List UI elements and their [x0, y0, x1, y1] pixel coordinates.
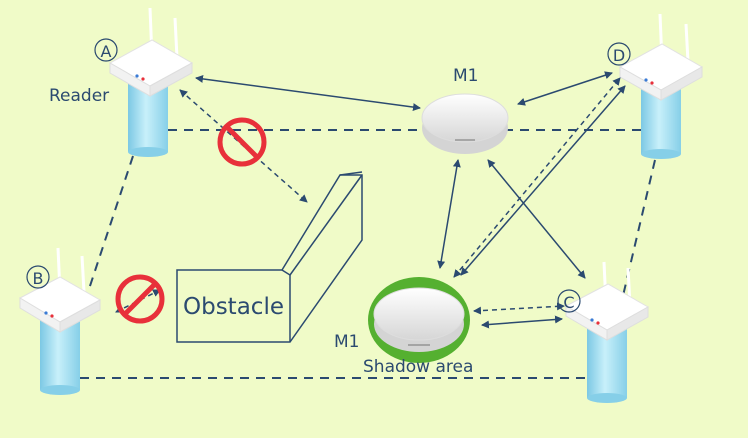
arrow-m1top-d — [517, 71, 613, 106]
arrow-a-m1top — [195, 74, 421, 112]
blocked-icon — [217, 117, 267, 167]
reader-d-badge — [607, 42, 631, 66]
reader-a-badge — [94, 38, 118, 62]
reader-a — [108, 7, 194, 157]
obstacle-label: Obstacle — [183, 294, 284, 320]
reader-b-badge — [26, 265, 50, 289]
arrow-m1shadow-c — [481, 315, 563, 329]
reader-c — [564, 261, 650, 403]
dashed-links — [115, 77, 621, 315]
dashed-arrow-b-obstacle — [115, 289, 161, 313]
m1-tag-top — [421, 93, 509, 154]
reader-link-lines — [80, 129, 656, 379]
reader-a-letter: A — [101, 42, 112, 61]
reader-caption: Reader — [49, 86, 109, 106]
reader-c-letter: C — [563, 293, 574, 312]
m1-shadow-label: M1 — [334, 332, 359, 352]
link-a-b — [87, 155, 134, 293]
reader-d — [618, 13, 704, 159]
dashed-arrow-m1shadow-d — [453, 77, 621, 278]
reader-c-badge — [557, 289, 581, 313]
link-d-c — [621, 159, 656, 301]
blocked-icon — [115, 274, 165, 324]
reader-b-letter: B — [33, 269, 44, 288]
arrow-m1top-m1shadow — [437, 159, 461, 269]
shadow-area-label: Shadow area — [363, 357, 473, 377]
m1-top-label: M1 — [453, 66, 478, 86]
m1-tag-shadow — [368, 277, 470, 363]
dashed-arrow-m1shadow-c — [473, 302, 565, 315]
reader-d-letter: D — [613, 46, 625, 65]
obstacle-shape — [176, 171, 363, 343]
